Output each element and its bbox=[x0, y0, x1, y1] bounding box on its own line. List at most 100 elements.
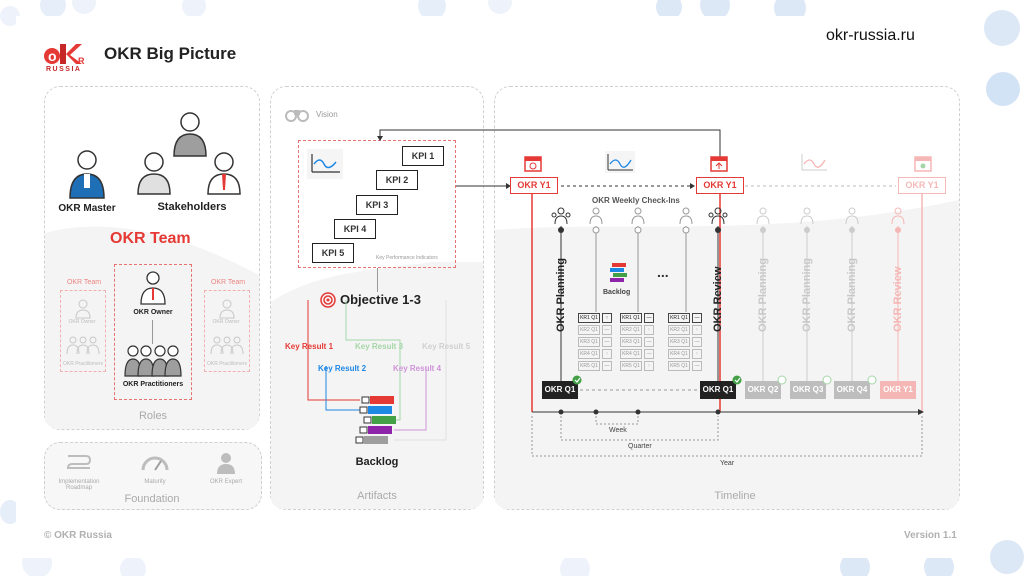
kpi-chart-icon bbox=[307, 149, 343, 179]
okr-planning-q4-label: OKR Planning bbox=[846, 258, 858, 332]
okr-y1-start: OKR Y1 bbox=[510, 177, 558, 194]
team-right-box bbox=[204, 290, 250, 372]
team-right-owner: OKR Owner bbox=[212, 319, 240, 325]
team-right-people-icon bbox=[210, 299, 244, 355]
key-result-5: Key Result 5 bbox=[422, 342, 471, 351]
svg-text:R: R bbox=[78, 56, 85, 66]
team-left-practitioners: OKR Practitioners bbox=[62, 361, 103, 367]
copyright: © OKR Russia bbox=[44, 530, 112, 541]
okr-q2: OKR Q2 bbox=[745, 381, 781, 399]
kr-table-3: KR1 Q1— KR2 Q1↑ KR3 Q1— KR4 Q1↑ KR5 Q1— bbox=[668, 313, 702, 373]
okr-owner-icon bbox=[140, 271, 166, 305]
kr-cell: KR1 Q1 bbox=[668, 313, 690, 323]
okr-team-label: OKR Team bbox=[110, 230, 191, 247]
team-left-label: OKR Team bbox=[66, 279, 102, 286]
weekly-checkins-label: OKR Weekly Check-Ins bbox=[592, 196, 680, 205]
foundation-label: Foundation bbox=[124, 493, 180, 505]
foundation-item-maturity: Maturity bbox=[144, 479, 166, 485]
foundation-item-roadmap: Implementation Roadmap bbox=[58, 479, 100, 491]
okr-y1-review: OKR Y1 bbox=[696, 177, 744, 194]
roles-label: Roles bbox=[138, 410, 168, 422]
kr-cell: KR3 Q1 bbox=[620, 337, 642, 347]
kr-cell: KR2 Q1 bbox=[668, 325, 690, 335]
okr-q3: OKR Q3 bbox=[790, 381, 826, 399]
kr-cell: KR5 Q1 bbox=[668, 361, 690, 371]
kr-cell: KR5 Q1 bbox=[578, 361, 600, 371]
okr-planning-label: OKR Planning bbox=[555, 258, 567, 332]
foundation-item-okr-expert: OKR Expert bbox=[209, 479, 242, 485]
artifacts-label: Artifacts bbox=[357, 490, 397, 502]
kr-table-2: KR1 Q1— KR2 Q1↑ KR3 Q1— KR4 Q1— KR5 Q1↑ bbox=[620, 313, 654, 373]
target-icon bbox=[320, 292, 336, 308]
kpi-objective-connector bbox=[377, 268, 378, 292]
backlog-small-label: Backlog bbox=[603, 289, 631, 296]
objective-label: Objective 1-3 bbox=[340, 292, 421, 307]
kr-cell: KR3 Q1 bbox=[578, 337, 600, 347]
roadmap-icon bbox=[66, 455, 92, 469]
okr-planning-q2-label: OKR Planning bbox=[757, 258, 769, 332]
kr-cell: KR2 Q1 bbox=[620, 325, 642, 335]
okr-q4: OKR Q4 bbox=[834, 381, 870, 399]
stakeholders-icon bbox=[137, 112, 241, 195]
okr-review-year-label: OKR Review bbox=[892, 266, 904, 332]
kr-table-1: KR1 Q1↑ KR2 Q1— KR3 Q1— KR4 Q1↑ KR5 Q1— bbox=[578, 313, 612, 373]
maturity-icon bbox=[141, 456, 169, 471]
week-label: Week bbox=[609, 427, 627, 434]
artifacts-panel bbox=[270, 86, 484, 510]
calendar-icon-review bbox=[710, 156, 728, 172]
team-left-owner: OKR Owner bbox=[68, 319, 96, 325]
roles-panel bbox=[44, 86, 260, 430]
calendar-icon-y1 bbox=[524, 156, 542, 172]
kr-cell: KR4 Q1 bbox=[578, 349, 600, 359]
timeline-wave bbox=[495, 200, 959, 509]
logo-subtitle: RUSSIA bbox=[46, 66, 82, 73]
okr-expert-icon bbox=[217, 453, 235, 474]
kpi-3: KPI 3 bbox=[356, 195, 398, 215]
key-result-lines bbox=[307, 300, 447, 441]
kpi-1: KPI 1 bbox=[402, 146, 444, 166]
svg-text:o: o bbox=[48, 48, 57, 64]
backlog-stack-icon bbox=[355, 396, 396, 444]
okr-y1-next: OKR Y1 bbox=[898, 177, 946, 194]
key-result-4: Key Result 4 bbox=[393, 364, 442, 373]
ellipsis: ... bbox=[657, 264, 669, 280]
version: Version 1.1 bbox=[904, 530, 957, 541]
okr-logo: o R bbox=[44, 44, 85, 66]
backlog-label: Backlog bbox=[355, 456, 399, 468]
kr-cell: KR3 Q1 bbox=[668, 337, 690, 347]
okr-master-label: OKR Master bbox=[58, 203, 116, 214]
kr-cell: KR4 Q1 bbox=[620, 349, 642, 359]
key-result-3: Key Result 3 bbox=[355, 342, 404, 351]
kr-cell: KR4 Q1 bbox=[668, 349, 690, 359]
timeline-panel bbox=[494, 86, 960, 510]
team-right-practitioners: OKR Practitioners bbox=[206, 361, 247, 367]
kpi-4: KPI 4 bbox=[334, 219, 376, 239]
year-label: Year bbox=[720, 460, 735, 467]
kpi-2: KPI 2 bbox=[376, 170, 418, 190]
site-url[interactable]: okr-russia.ru bbox=[826, 27, 915, 44]
okr-q1-review: OKR Q1 bbox=[700, 381, 736, 399]
kpi-caption: Key Performance Indicators bbox=[376, 255, 438, 261]
team-left-box bbox=[60, 290, 106, 372]
okr-team-box bbox=[114, 264, 192, 400]
artifacts-wave bbox=[271, 262, 483, 509]
quarter-label: Quarter bbox=[628, 443, 652, 450]
trend-chart-icon bbox=[605, 151, 635, 173]
okr-practitioners-icon bbox=[124, 345, 182, 377]
checkin-people-icons bbox=[551, 207, 905, 225]
team-right-label: OKR Team bbox=[210, 279, 246, 286]
okr-review-label: OKR Review bbox=[712, 266, 724, 332]
kr-cell: KR2 Q1 bbox=[578, 325, 600, 335]
okr-y1-final: OKR Y1 bbox=[880, 381, 916, 399]
kr-cell: KR1 Q1 bbox=[578, 313, 600, 323]
calendar-icon-next bbox=[914, 156, 932, 172]
check-icons bbox=[572, 375, 877, 385]
owner-connector bbox=[152, 320, 153, 344]
okr-q1-planning: OKR Q1 bbox=[542, 381, 578, 399]
backlog-small-icon bbox=[610, 263, 627, 282]
kr-cell: KR5 Q1 bbox=[620, 361, 642, 371]
okr-owner-label: OKR Owner bbox=[133, 309, 173, 316]
stakeholders-label: Stakeholders bbox=[157, 201, 227, 213]
key-result-2: Key Result 2 bbox=[318, 364, 367, 373]
